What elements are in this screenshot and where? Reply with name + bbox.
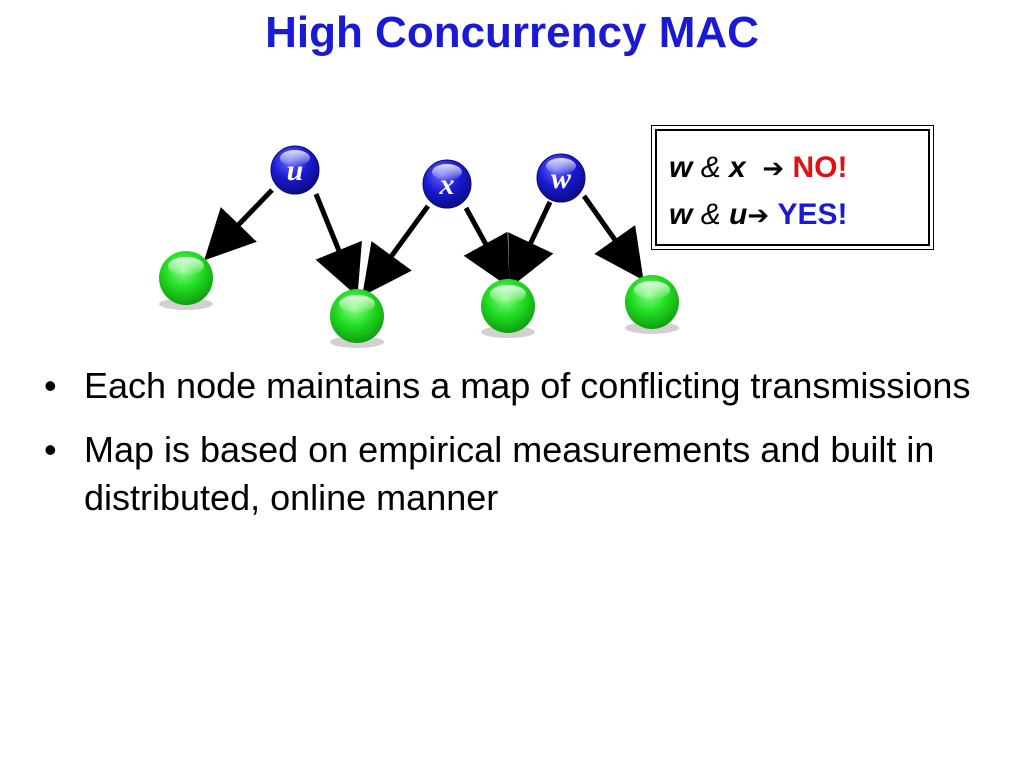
legend-2-result: YES!: [777, 198, 848, 231]
legend-line-1: w & x ➔ NO!: [669, 145, 928, 192]
right-arrow-icon: ➔: [747, 201, 770, 231]
network-diagram: u x w: [159, 145, 679, 348]
legend-1-result: NO!: [792, 151, 848, 184]
bullet-text: Map is based on empirical measurements a…: [84, 429, 935, 518]
bullet-item: • Each node maintains a map of conflicti…: [44, 362, 984, 410]
legend-2-node-a: w: [669, 198, 693, 231]
right-arrow-icon: ➔: [754, 154, 785, 184]
arrow-x-to-node3: [463, 206, 510, 288]
arrow-u-to-node1: [204, 188, 274, 261]
slide-title: High Concurrency MAC: [265, 8, 759, 57]
bullet-dot-icon: •: [44, 365, 57, 406]
arrow-x-to-node2: [362, 204, 431, 297]
sender-node-x: x: [422, 159, 472, 209]
bullet-text: Each node maintains a map of conflicting…: [84, 365, 971, 406]
bullet-list: • Each node maintains a map of conflicti…: [44, 362, 984, 538]
legend-2-amp: &: [700, 198, 721, 231]
receiver-node-1: [159, 251, 213, 310]
node-label-x: x: [439, 168, 455, 201]
legend-line-2: w & u➔ YES!: [669, 192, 928, 239]
sender-node-u: u: [270, 145, 320, 195]
bullet-item: • Map is based on empirical measurements…: [44, 426, 984, 522]
receiver-node-4: [625, 275, 679, 334]
sender-node-w: w: [536, 153, 586, 203]
receiver-node-2: [330, 289, 384, 348]
receiver-node-3: [481, 279, 535, 338]
node-label-u: u: [287, 154, 304, 187]
arrows: [204, 188, 644, 297]
legend-1-node-b: x: [729, 151, 746, 184]
legend-1-amp: &: [700, 151, 721, 184]
arrow-w-to-node4: [581, 194, 644, 281]
bullet-dot-icon: •: [44, 429, 57, 470]
arrow-u-to-node2: [313, 193, 362, 297]
arrow-w-to-node3: [508, 200, 554, 289]
conflict-legend-box: w & x ➔ NO! w & u➔ YES!: [651, 125, 934, 250]
legend-1-node-a: w: [669, 151, 693, 184]
legend-2-node-b: u: [729, 198, 748, 231]
node-label-w: w: [551, 162, 572, 195]
